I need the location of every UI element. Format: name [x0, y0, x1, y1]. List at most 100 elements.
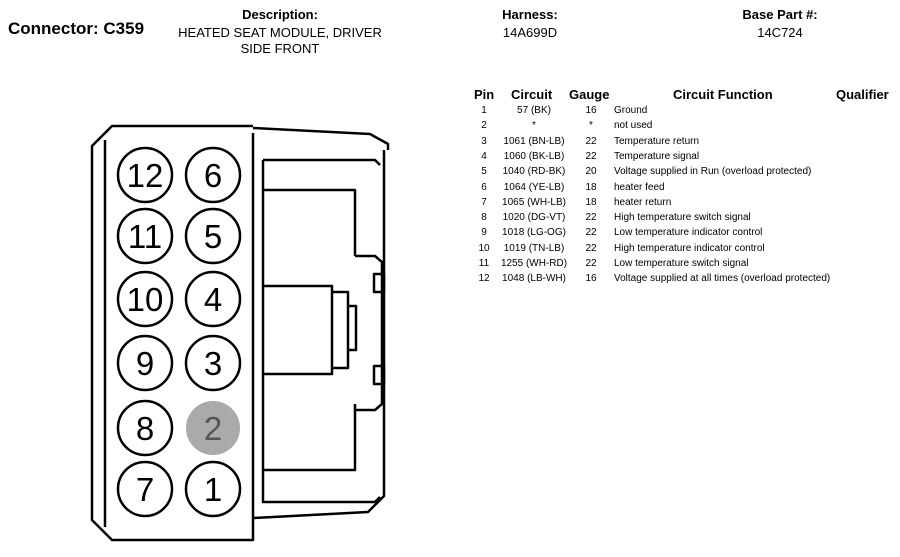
description-label: Description: — [242, 7, 318, 22]
pin-cavity-2: 2 — [186, 401, 240, 455]
pin-cavity-9: 9 — [116, 334, 174, 392]
cell-pin: 2 — [481, 120, 487, 132]
lock-tab-outline — [355, 254, 384, 412]
base-part-value: 14C724 — [757, 25, 803, 40]
latch-inner-outline — [261, 160, 381, 504]
pin-circle — [184, 207, 242, 265]
column-header-qualifier: Qualifier — [836, 87, 889, 102]
cell-gauge: 22 — [585, 135, 597, 147]
pin-cavity-6: 6 — [184, 146, 242, 204]
pin-circle — [116, 146, 174, 204]
pin-circle — [116, 460, 174, 518]
lock-ramp-step — [332, 290, 350, 370]
cell-gauge: 16 — [585, 273, 597, 285]
pin-number: 11 — [128, 218, 162, 255]
cell-pin: 4 — [481, 150, 487, 162]
cell-circuit: 1064 (YE-LB) — [503, 181, 565, 193]
pin-number: 9 — [136, 345, 154, 382]
cell-pin: 11 — [478, 258, 490, 269]
cell-gauge: 18 — [585, 181, 597, 193]
pin-cavity-10: 10 — [116, 270, 174, 328]
column-header-pin: Pin — [474, 87, 495, 102]
latch-inner-top — [263, 158, 381, 166]
pin-circle — [116, 399, 174, 457]
cell-gauge: 16 — [585, 105, 597, 116]
cell-circuit: 1020 (DG-VT) — [502, 212, 566, 224]
cell-circuit: 1048 (LB-WH) — [502, 273, 566, 285]
latch-channel-top — [263, 188, 357, 256]
cell-function: Temperature return — [614, 135, 700, 147]
pin-cavity-7: 7 — [116, 460, 174, 518]
pin-number: 7 — [136, 471, 154, 508]
pin-circle — [116, 270, 174, 328]
cell-pin: 9 — [481, 227, 487, 239]
cell-circuit: * — [532, 120, 536, 132]
pin-circle — [184, 460, 242, 518]
pin-number: 6 — [204, 157, 222, 194]
connector-housing — [90, 124, 390, 542]
pin-cavity-5: 5 — [184, 207, 242, 265]
pin-circle — [184, 146, 242, 204]
latch-channel-bottom — [263, 404, 357, 472]
pin-number: 4 — [204, 281, 222, 318]
pin-circle — [184, 334, 242, 392]
cell-gauge: 20 — [585, 166, 597, 178]
cell-gauge: 22 — [585, 227, 597, 239]
cell-gauge: 22 — [585, 212, 597, 224]
pin-number: 5 — [204, 218, 222, 255]
cell-pin: 7 — [481, 196, 487, 208]
cell-function: High temperature switch signal — [614, 212, 751, 224]
housing-body-outline — [90, 124, 255, 542]
cell-pin: 8 — [481, 212, 487, 224]
cell-function: Ground — [614, 105, 648, 116]
description-value: HEATED SEAT MODULE, DRIVER SIDE FRONT — [170, 25, 390, 57]
cell-circuit: 1040 (RD-BK) — [502, 166, 566, 178]
column-header-circuit: Circuit — [511, 87, 553, 102]
pin-number: 2 — [204, 410, 222, 447]
cell-circuit: 1061 (BN-LB) — [503, 135, 565, 147]
pin-number: 3 — [204, 345, 222, 382]
pin-circle — [186, 401, 240, 455]
pin-circle — [116, 207, 174, 265]
pin-cavity-12: 12 — [116, 146, 174, 204]
lock-detent-upper — [372, 272, 386, 294]
cell-circuit: 1060 (BK-LB) — [503, 150, 565, 162]
cell-circuit: 57 (BK) — [517, 105, 551, 116]
connector-title: Connector: C359 — [8, 19, 145, 38]
pin-number: 10 — [127, 281, 164, 318]
cell-function: High temperature indicator control — [614, 242, 765, 254]
cell-function: Voltage supplied in Run (overload protec… — [614, 166, 812, 178]
latch-outer-outline — [252, 150, 386, 520]
lock-detent-lower — [372, 364, 386, 386]
pin-cavity-3: 3 — [184, 334, 242, 392]
cell-pin: 1 — [481, 105, 487, 116]
cell-function: Low temperature switch signal — [614, 258, 749, 269]
cell-gauge: * — [589, 120, 593, 132]
cell-function: Low temperature indicator control — [614, 227, 763, 239]
description-line-1: HEATED SEAT MODULE, DRIVER — [178, 25, 382, 40]
pin-cavity-4: 4 — [184, 270, 242, 328]
lock-ramp-nib — [348, 304, 358, 352]
cell-pin: 10 — [478, 242, 490, 254]
pin-number: 1 — [204, 471, 222, 508]
cell-pin: 3 — [481, 135, 487, 147]
cell-circuit: 1065 (WH-LB) — [502, 196, 566, 208]
harness-label: Harness: — [502, 7, 558, 22]
cell-function: Voltage supplied at all times (overload … — [614, 273, 831, 285]
cell-gauge: 22 — [585, 258, 597, 269]
cell-pin: 6 — [481, 181, 487, 193]
pin-cavity-11: 11 — [116, 207, 174, 265]
pin-cavity-1: 1 — [184, 460, 242, 518]
column-header-gauge: Gauge — [569, 87, 610, 102]
cell-pin: 5 — [481, 166, 487, 178]
pin-circle — [116, 334, 174, 392]
base-part-label: Base Part #: — [742, 7, 818, 22]
cell-pin: 12 — [478, 273, 490, 285]
description-line-2: SIDE FRONT — [240, 41, 320, 56]
cell-circuit: 1018 (LG-OG) — [502, 227, 566, 239]
cell-function: heater return — [614, 196, 672, 208]
cell-function: not used — [614, 120, 653, 132]
pin-number: 12 — [127, 157, 164, 194]
